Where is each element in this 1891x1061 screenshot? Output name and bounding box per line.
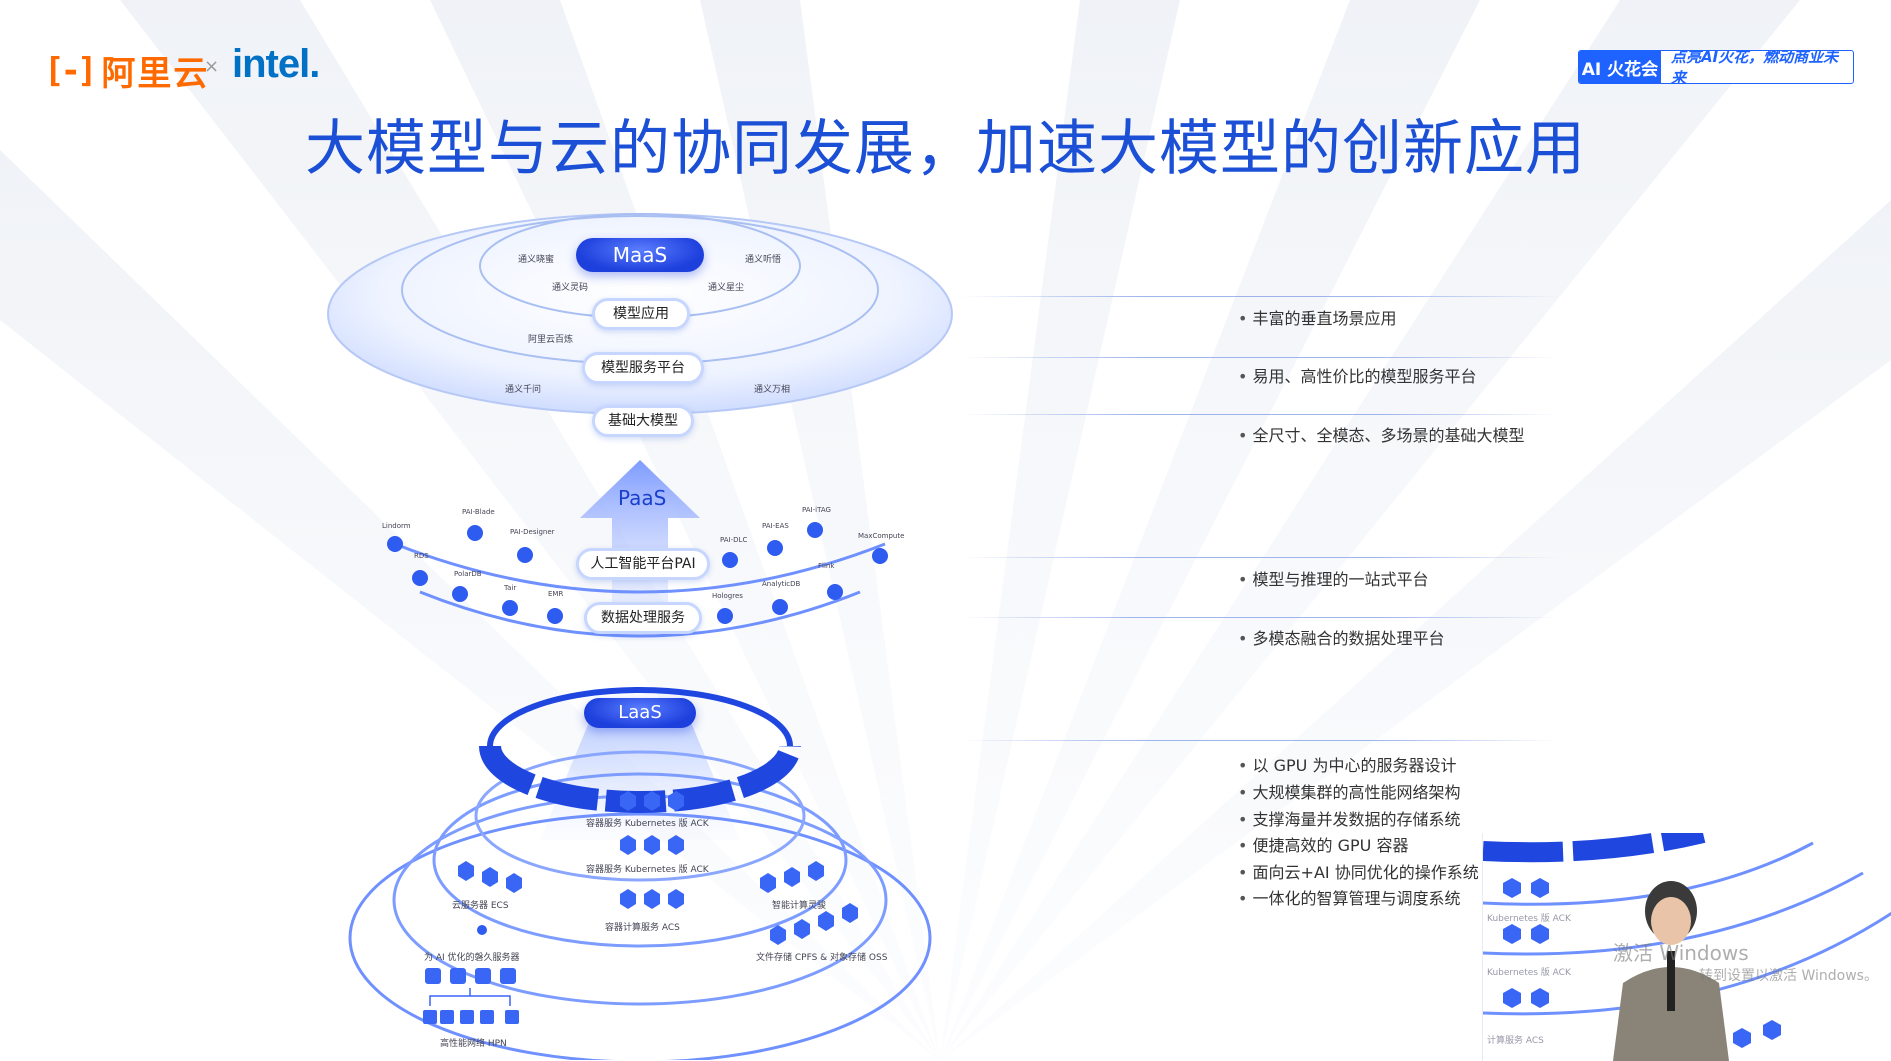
paas-label-hologres: Hologres [712, 592, 743, 600]
connector-line-6 [960, 740, 1560, 741]
paas-label-designer: PAI-Designer [510, 528, 555, 536]
paas-arc-top [394, 542, 886, 594]
iaas-pill: LaaS [584, 698, 696, 728]
windows-watermark-sub: 转到设置以激活 Windows。 [1699, 968, 1878, 984]
paas-arc-bottom [419, 590, 861, 638]
slide-title: 大模型与云的协同发展，加速大模型的创新应用 [305, 114, 1586, 184]
bullet-maas-3: 全尺寸、全模态、多场景的基础大模型 [1238, 422, 1525, 446]
pip-ack-b: Kubernetes 版 ACK [1487, 968, 1571, 978]
speaker-video-overlay: Kubernetes 版 ACK Kubernetes 版 ACK 计算服务 A… [1482, 833, 1891, 1061]
pip-graphics [1483, 833, 1891, 1061]
paas-label-flink: Flink [818, 562, 835, 570]
bailian-label: 阿里云百炼 [528, 335, 574, 345]
iaas-thick-ring-top [487, 687, 793, 747]
maas-pill: MaaS [576, 238, 704, 272]
foundation-model-pill: 基础大模型 [592, 405, 694, 437]
connector-line-5 [960, 617, 1560, 618]
iaas-ack1-label: 容器服务 Kubernetes 版 ACK [586, 819, 709, 829]
data-service-pill: 数据处理服务 [584, 602, 702, 634]
iaas-ecs-label: 云服务器 ECS [452, 901, 509, 911]
aliyun-logo-text: 阿里云 [101, 54, 210, 94]
iaas-ai-server-label: 为 AI 优化的磐久服务器 [424, 953, 520, 963]
iaas-acs-label: 容器计算服务 ACS [605, 923, 680, 933]
iaas-ai-compute-label: 智能计算灵骏 [772, 901, 827, 911]
connector-line-1 [960, 296, 1560, 297]
bullet-maas-1: 丰富的垂直场景应用 [1238, 305, 1397, 329]
aliyun-bracket-icon: [-] [44, 50, 97, 91]
model-app-pill: 模型应用 [592, 298, 690, 330]
iaas-ack2-label: 容器服务 Kubernetes 版 ACK [586, 865, 709, 875]
paas-label-emr: EMR [548, 590, 564, 598]
bullet-iaas-2: 大规模集群的高性能网络架构 [1238, 779, 1461, 803]
maas-item-xingchen: 通义星尘 [708, 283, 745, 293]
iaas-storage-label: 文件存储 CPFS & 对象存储 OSS [756, 953, 888, 963]
iaas-ring-2 [432, 772, 848, 948]
bullet-iaas-1: 以 GPU 为中心的服务器设计 [1238, 752, 1457, 776]
bullet-paas-1: 模型与推理的一站式平台 [1238, 566, 1429, 590]
iaas-ring-4 [348, 812, 932, 1060]
paas-label-itag: PAI-iTAG [802, 506, 831, 514]
pai-pill: 人工智能平台PAI [576, 548, 710, 580]
pip-ack-a: Kubernetes 版 ACK [1487, 914, 1571, 924]
iaas-hpn-label: 高性能网络 HPN [440, 1039, 507, 1049]
paas-label-eas: PAI-EAS [762, 522, 789, 530]
connector-line-4 [960, 557, 1560, 558]
model-service-pill: 模型服务平台 [582, 352, 704, 384]
intel-logo: intel. [232, 42, 320, 86]
badge-right: 点亮AI火花，燃动商业未来 [1670, 50, 1839, 84]
iaas-thick-ring [479, 745, 801, 813]
paas-label-lindorm: Lindorm [382, 522, 411, 530]
paas-label-rds: RDS [414, 552, 429, 560]
cloud-stack-diagram: MaaS 通义晓蜜 通义听悟 通义灵码 通义星尘 模型应用 阿里云百炼 模型服务… [320, 200, 960, 1060]
bullet-paas-2: 多模态融合的数据处理平台 [1238, 625, 1445, 649]
iaas-beam [540, 720, 740, 840]
maas-item-lingma: 通义灵码 [552, 283, 589, 293]
paas-label-polardb: PolarDB [454, 570, 482, 578]
aliyun-logo: [-] 阿里云 [44, 46, 209, 95]
paas-label-analyticdb: AnalyticDB [762, 580, 801, 588]
maas-item-qianwen: 通义千问 [505, 385, 542, 395]
connector-line-3 [960, 414, 1560, 415]
iaas-ring-1 [474, 750, 806, 882]
bullet-iaas-4: 便捷高效的 GPU 容器 [1238, 832, 1409, 856]
badge-left: AI 火花会 [1579, 51, 1661, 83]
pip-acs: 计算服务 ACS [1487, 1036, 1544, 1046]
windows-watermark-title: 激活 Windows [1613, 941, 1749, 965]
bullet-maas-2: 易用、高性价比的模型服务平台 [1238, 363, 1477, 387]
maas-item-wanxiang: 通义万相 [754, 385, 791, 395]
connector-line-2 [960, 357, 1560, 358]
paas-label-blade: PAI-Blade [462, 508, 495, 516]
bullet-iaas-5: 面向云+AI 协同优化的操作系统 [1238, 859, 1479, 883]
bullet-iaas-6: 一体化的智算管理与调度系统 [1238, 885, 1461, 909]
diagram-graphics [327, 213, 953, 1060]
bullet-iaas-3: 支撑海量并发数据的存储系统 [1238, 806, 1461, 830]
maas-item-tingwu: 通义听悟 [745, 255, 782, 265]
paas-label-maxcompute: MaxCompute [858, 532, 905, 540]
maas-item-xiaomi: 通义晓蜜 [518, 255, 555, 265]
logo-times: × [204, 56, 220, 77]
paas-label-tair: Tair [504, 584, 517, 592]
paas-label: PaaS [618, 486, 667, 510]
ai-spark-badge: AI 火花会 点亮AI火花，燃动商业未来 [1578, 50, 1854, 84]
paas-label-dlc: PAI-DLC [720, 536, 748, 544]
